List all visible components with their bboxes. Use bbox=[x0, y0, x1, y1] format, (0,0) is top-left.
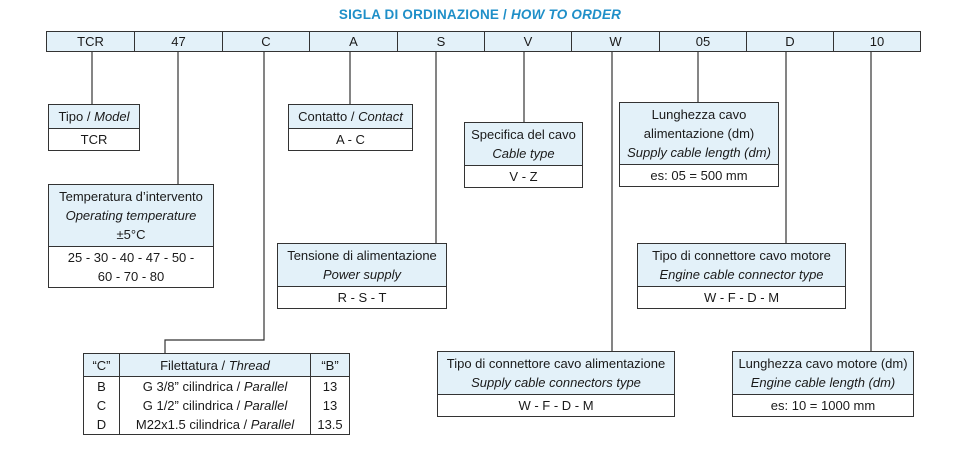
contact-label: Contatto / Contact bbox=[289, 105, 412, 129]
supply-length-box: Lunghezza cavo alimentazione (dm) Supply… bbox=[619, 102, 779, 187]
cable-label-en: Cable type bbox=[492, 146, 555, 161]
temperature-values: 25 - 30 - 40 - 47 - 50 - 60 - 70 - 80 bbox=[49, 247, 213, 287]
thread-col-c: “C” bbox=[83, 353, 120, 377]
table-row: B G 3/8” cilindrica / Parallel 13 bbox=[83, 376, 350, 396]
engine-length-box: Lunghezza cavo motore (dm) Engine cable … bbox=[732, 351, 914, 417]
thread-row-thread: G 1/2” cilindrica / Parallel bbox=[119, 396, 311, 415]
code-cell-supply-connector: W bbox=[571, 31, 660, 52]
title-main: SIGLA DI ORDINAZIONE / bbox=[338, 7, 511, 22]
table-row: D M22x1.5 cilindrica / Parallel 13.5 bbox=[83, 415, 350, 435]
power-label-it: Tensione di alimentazione bbox=[287, 248, 437, 263]
code-cell-engine-length: 10 bbox=[833, 31, 921, 52]
temperature-box: Temperatura d’intervento Operating tempe… bbox=[48, 184, 214, 288]
engine-connector-label-it: Tipo di connettore cavo motore bbox=[652, 248, 831, 263]
thread-row-c: C bbox=[83, 396, 120, 415]
model-value: TCR bbox=[80, 132, 108, 147]
supply-length-label-en: Supply cable length (dm) bbox=[627, 145, 771, 160]
connector-thread bbox=[164, 52, 265, 353]
page-title: SIGLA DI ORDINAZIONE / HOW TO ORDER bbox=[0, 7, 960, 22]
thread-row-c: B bbox=[83, 376, 120, 396]
thread-row-b: 13 bbox=[310, 376, 350, 396]
engine-connector-box: Tipo di connettore cavo motore Engine ca… bbox=[637, 243, 846, 309]
cable-box: Specifica del cavo Cable type V - Z bbox=[464, 122, 583, 188]
thread-row-thread: G 3/8” cilindrica / Parallel bbox=[119, 376, 311, 396]
power-value: R - S - T bbox=[337, 290, 387, 305]
supply-connector-label: Tipo di connettore cavo alimentazione Su… bbox=[438, 352, 674, 395]
supply-connector-label-en: Supply cable connectors type bbox=[471, 375, 641, 390]
cable-label: Specifica del cavo Cable type bbox=[465, 123, 582, 166]
temperature-label: Temperatura d’intervento Operating tempe… bbox=[49, 185, 213, 247]
engine-connector-label-en: Engine cable connector type bbox=[659, 267, 824, 282]
thread-row-b: 13.5 bbox=[310, 415, 350, 435]
supply-length-label-it2: alimentazione (dm) bbox=[643, 126, 755, 141]
temperature-values-line1: 25 - 30 - 40 - 47 - 50 - bbox=[67, 250, 195, 265]
engine-connector-label: Tipo di connettore cavo motore Engine ca… bbox=[638, 244, 845, 287]
temperature-values-line2: 60 - 70 - 80 bbox=[97, 269, 165, 284]
temperature-label-en: Operating temperature bbox=[65, 208, 197, 223]
temperature-tolerance: ±5°C bbox=[116, 227, 146, 242]
table-row: C G 1/2” cilindrica / Parallel 13 bbox=[83, 396, 350, 415]
supply-connector-value: W - F - D - M bbox=[518, 398, 594, 413]
model-label-en: Model bbox=[94, 109, 130, 124]
engine-length-label-it: Lunghezza cavo motore (dm) bbox=[738, 356, 908, 371]
contact-label-en: Contact bbox=[358, 109, 403, 124]
model-box: Tipo / Model TCR bbox=[48, 104, 140, 151]
power-box: Tensione di alimentazione Power supply R… bbox=[277, 243, 447, 309]
supply-length-label: Lunghezza cavo alimentazione (dm) Supply… bbox=[620, 103, 778, 165]
engine-length-label: Lunghezza cavo motore (dm) Engine cable … bbox=[733, 352, 913, 395]
power-label: Tensione di alimentazione Power supply bbox=[278, 244, 446, 287]
contact-value: A - C bbox=[336, 132, 365, 147]
engine-length-label-en: Engine cable length (dm) bbox=[750, 375, 896, 390]
thread-row-b: 13 bbox=[310, 396, 350, 415]
power-label-en: Power supply bbox=[322, 267, 402, 282]
engine-length-value: es: 10 = 1000 mm bbox=[770, 398, 876, 413]
contact-box: Contatto / Contact A - C bbox=[288, 104, 413, 151]
cable-value: V - Z bbox=[509, 169, 538, 184]
thread-table-header: “C” Filettatura / Thread “B” bbox=[83, 353, 350, 377]
title-italic: HOW TO ORDER bbox=[510, 7, 622, 22]
model-label: Tipo / Model bbox=[49, 105, 139, 129]
temperature-label-it: Temperatura d’intervento bbox=[59, 189, 203, 204]
supply-connector-label-it: Tipo di connettore cavo alimentazione bbox=[446, 356, 666, 371]
supply-length-value: es: 05 = 500 mm bbox=[650, 168, 748, 183]
supply-connector-box: Tipo di connettore cavo alimentazione Su… bbox=[437, 351, 675, 417]
cable-label-it: Specifica del cavo bbox=[471, 127, 576, 142]
order-code-bar: TCR 47 C A S V W 05 D 10 bbox=[46, 31, 921, 52]
thread-col-thread: Filettatura / Thread bbox=[119, 353, 311, 377]
supply-length-label-it1: Lunghezza cavo bbox=[651, 107, 747, 122]
thread-row-c: D bbox=[83, 415, 120, 435]
thread-table: “C” Filettatura / Thread “B” B G 3/8” ci… bbox=[83, 353, 350, 435]
code-cell-supply-length: 05 bbox=[659, 31, 747, 52]
engine-connector-value: W - F - D - M bbox=[703, 290, 780, 305]
model-label-it: Tipo / bbox=[58, 109, 95, 124]
thread-row-thread: M22x1.5 cilindrica / Parallel bbox=[119, 415, 311, 435]
contact-label-it: Contatto / bbox=[298, 109, 359, 124]
thread-col-b: “B” bbox=[310, 353, 350, 377]
